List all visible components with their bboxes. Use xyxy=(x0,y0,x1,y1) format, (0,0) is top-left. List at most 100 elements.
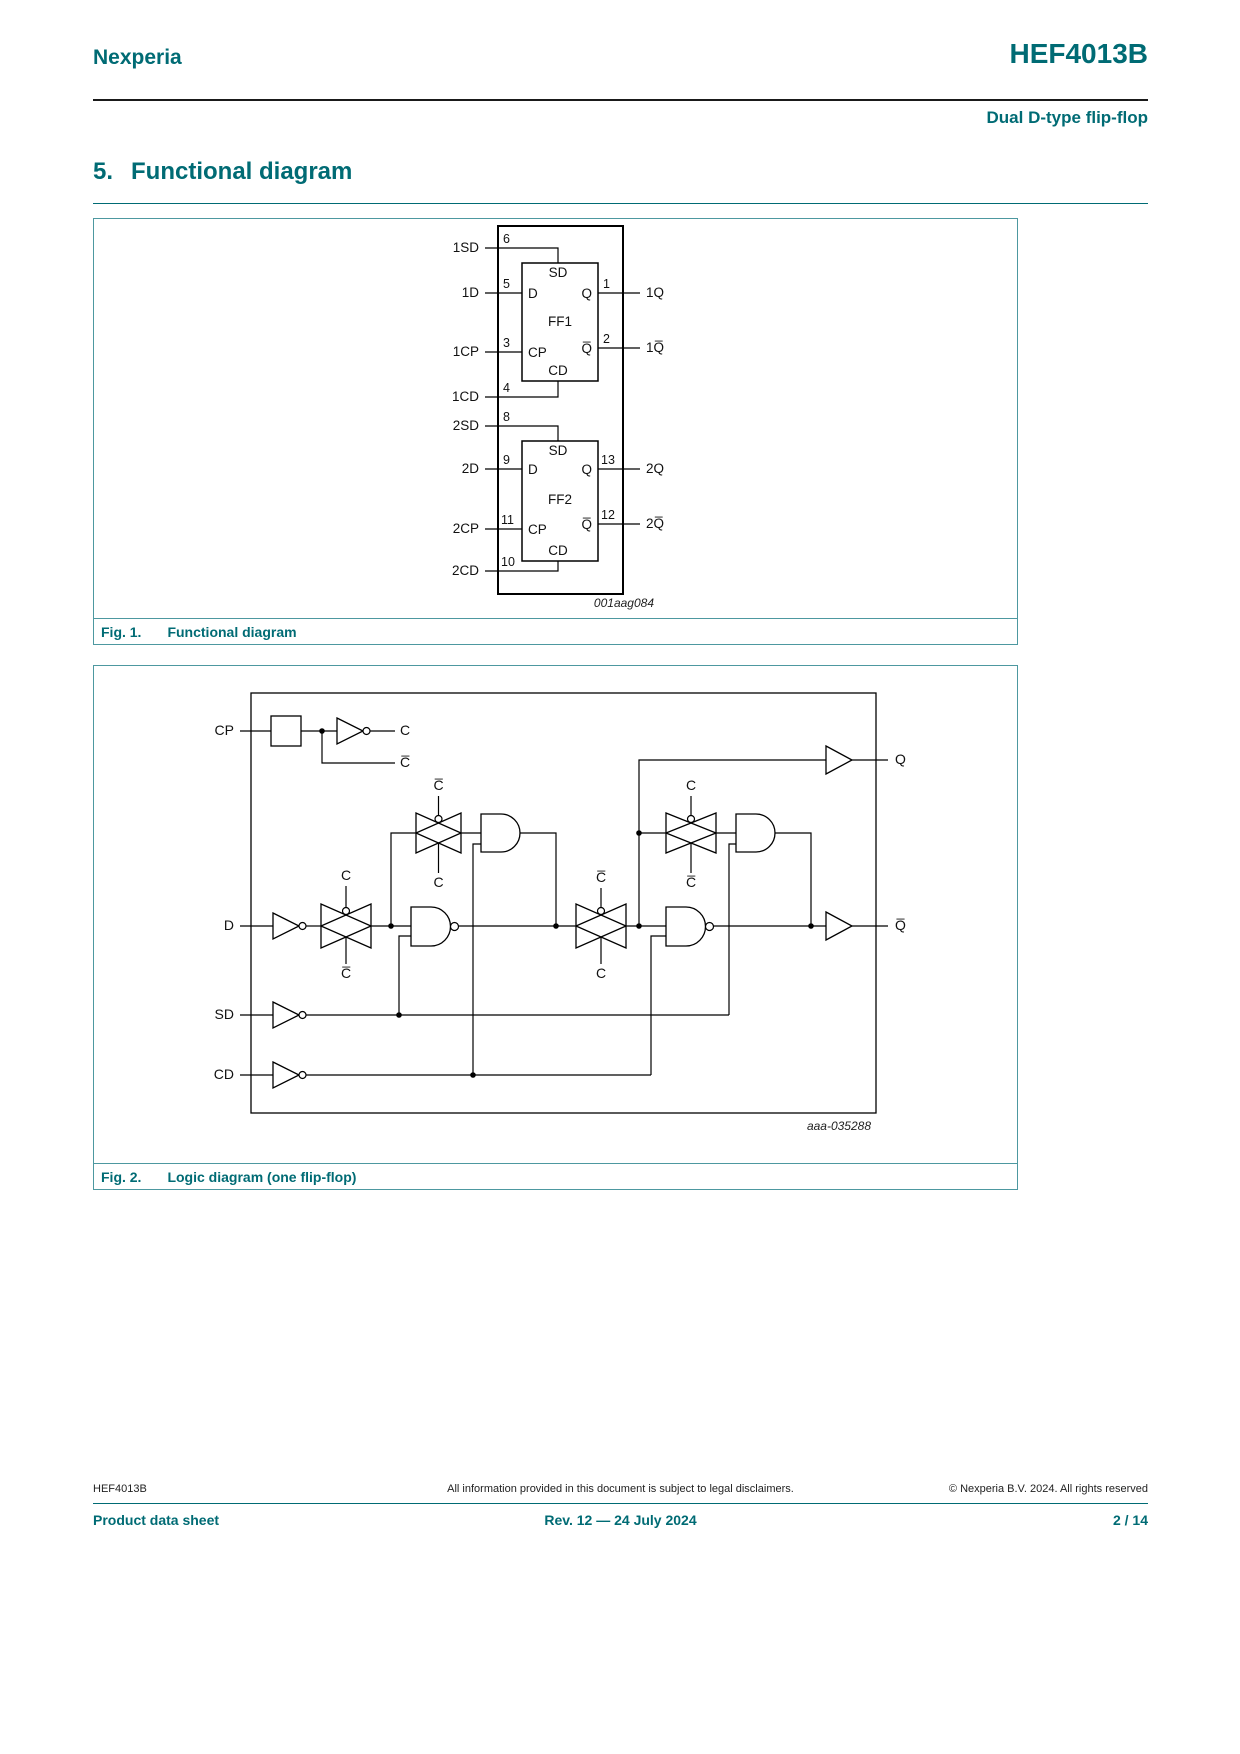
q-output-buffer xyxy=(825,744,854,776)
qbar-output-label: Q̅ xyxy=(895,917,906,933)
sd-input-label: SD xyxy=(215,1006,234,1022)
input-label-1d: 1D xyxy=(462,285,480,300)
d-input-label: D xyxy=(224,917,234,933)
pin-number-6: 6 xyxy=(503,232,510,246)
cd-input-label: CD xyxy=(214,1066,234,1082)
cp-buffer-box xyxy=(270,715,302,747)
fig1-input-labels: 1SD 1D 1CP 1CD 2SD 2D 2CP 2CD xyxy=(452,240,479,578)
ff2-box xyxy=(521,440,599,562)
pin-number-11: 11 xyxy=(501,513,514,527)
fig2-logic-diagram: C̅ C C C̅ C̅ C xyxy=(214,692,906,1133)
footer-copyright: © Nexperia B.V. 2024. All rights reserve… xyxy=(948,1483,1148,1495)
footer-page-number: 2 / 14 xyxy=(1112,1512,1148,1528)
input-label-1cp: 1CP xyxy=(453,344,479,359)
document-subtitle: Dual D-type flip-flop xyxy=(986,108,1148,127)
ic-outline xyxy=(497,225,624,595)
fig2-wires xyxy=(240,730,888,1076)
ff2-cd-pin-label: CD xyxy=(548,543,568,558)
section-title: Functional diagram xyxy=(131,158,353,185)
and-gate-1 xyxy=(480,813,521,853)
fig1-caption-text: Functional diagram xyxy=(167,623,297,640)
footer-part-number: HEF4013B xyxy=(93,1483,147,1495)
fig2-caption-text: Logic diagram (one flip-flop) xyxy=(167,1168,357,1185)
transmission-gate-3: C̅ C xyxy=(574,869,628,981)
output-label-1q: 1Q xyxy=(646,285,664,300)
input-label-2d: 2D xyxy=(462,461,480,476)
input-label-2cp: 2CP xyxy=(453,521,479,536)
pin-number-4: 4 xyxy=(503,381,510,395)
input-label-1cd: 1CD xyxy=(452,389,479,404)
section-heading: 5. Functional diagram xyxy=(93,158,352,186)
pin-number-5: 5 xyxy=(503,277,510,291)
footer-doc-type: Product data sheet xyxy=(93,1512,220,1528)
cp-input-label: CP xyxy=(215,722,234,738)
fig1-drawing-code: 001aag084 xyxy=(594,596,654,610)
and-gate-2 xyxy=(735,813,776,853)
transmission-gate-2: C C̅ xyxy=(319,867,373,981)
ff2-q-pin-label: Q xyxy=(581,462,592,477)
fig1-functional-diagram: SD D Q FF1 CP Q̅ CD SD D Q FF2 CP Q̅ CD … xyxy=(452,225,664,610)
part-number-title: HEF4013B xyxy=(1009,38,1148,69)
output-label-2q: 2Q xyxy=(646,461,664,476)
tg4-top-label: C xyxy=(686,777,696,793)
ff1-cd-pin-label: CD xyxy=(548,363,568,378)
footer-rule xyxy=(93,1503,1148,1504)
ff2-d-pin-label: D xyxy=(528,462,538,477)
sd-input-inverter xyxy=(272,1000,307,1030)
pin-number-10: 10 xyxy=(501,555,515,569)
footer-disclaimer: All information provided in this documen… xyxy=(447,1483,794,1495)
figure-2: C̅ C C C̅ C̅ C xyxy=(93,665,1018,1190)
ff2-qbar-pin-label: Q̅ xyxy=(581,517,592,532)
ff1-title: FF1 xyxy=(548,314,572,329)
pin-number-2: 2 xyxy=(603,332,610,346)
q-output-label: Q xyxy=(895,751,906,767)
tg3-bottom-label: C xyxy=(596,965,606,981)
cp-inverter xyxy=(336,716,371,746)
d-input-inverter xyxy=(272,911,307,941)
pin-number-3: 3 xyxy=(503,336,510,350)
nand-gate-2 xyxy=(665,906,715,947)
tg2-top-label: C xyxy=(341,867,351,883)
figure-1: SD D Q FF1 CP Q̅ CD SD D Q FF2 CP Q̅ CD … xyxy=(93,218,1018,645)
input-label-2cd: 2CD xyxy=(452,563,479,578)
transmission-gate-1: C̅ C xyxy=(414,777,463,890)
pin-number-8: 8 xyxy=(503,410,510,424)
tg4-bottom-label: C̅ xyxy=(686,874,696,890)
output-label-1qbar: 1Q̅ xyxy=(646,340,664,355)
ff2-cp-pin-label: CP xyxy=(528,522,547,537)
ff2-sd-pin-label: SD xyxy=(549,443,568,458)
footer-revision: Rev. 12 — 24 July 2024 xyxy=(544,1512,697,1528)
input-label-1sd: 1SD xyxy=(453,240,480,255)
ff1-d-pin-label: D xyxy=(528,286,538,301)
ff1-sd-pin-label: SD xyxy=(549,265,568,280)
ff1-labels: SD D Q FF1 CP Q̅ CD xyxy=(528,265,592,378)
qbar-output-buffer xyxy=(825,910,854,942)
tg2-bottom-label: C̅ xyxy=(341,965,351,981)
clock-cbar-label: C̅ xyxy=(400,754,410,770)
ff1-qbar-pin-label: Q̅ xyxy=(581,341,592,356)
section-rule xyxy=(93,203,1148,204)
fig2-junction-dots xyxy=(319,728,814,1078)
pin-number-9: 9 xyxy=(503,453,510,467)
fig1-output-labels: 1Q 1Q̅ 2Q 2Q̅ xyxy=(646,285,664,531)
fig1-pin-numbers: 6 5 3 4 8 9 11 10 1 2 13 12 xyxy=(501,232,615,569)
pin-number-12: 12 xyxy=(601,508,615,522)
transmission-gate-4: C C̅ xyxy=(664,777,718,890)
section-number: 5. xyxy=(93,158,114,185)
nand-gate-1 xyxy=(410,906,460,947)
tg1-bottom-label: C xyxy=(433,874,443,890)
fig2-caption: Fig. 2. Logic diagram (one flip-flop) xyxy=(94,1163,1017,1189)
pin-number-1: 1 xyxy=(603,277,610,291)
ff1-box xyxy=(521,262,599,382)
ff1-cp-pin-label: CP xyxy=(528,345,547,360)
ff2-title: FF2 xyxy=(548,492,572,507)
header-rule xyxy=(93,99,1148,101)
fig2-caption-label: Fig. 2. xyxy=(101,1168,142,1185)
fig1-caption: Fig. 1. Functional diagram xyxy=(94,618,1017,644)
ff1-q-pin-label: Q xyxy=(581,286,592,301)
output-label-2qbar: 2Q̅ xyxy=(646,516,664,531)
tg1-top-label: C̅ xyxy=(433,777,443,793)
brand-logo: Nexperia xyxy=(93,46,182,69)
tg3-top-label: C̅ xyxy=(596,869,606,885)
